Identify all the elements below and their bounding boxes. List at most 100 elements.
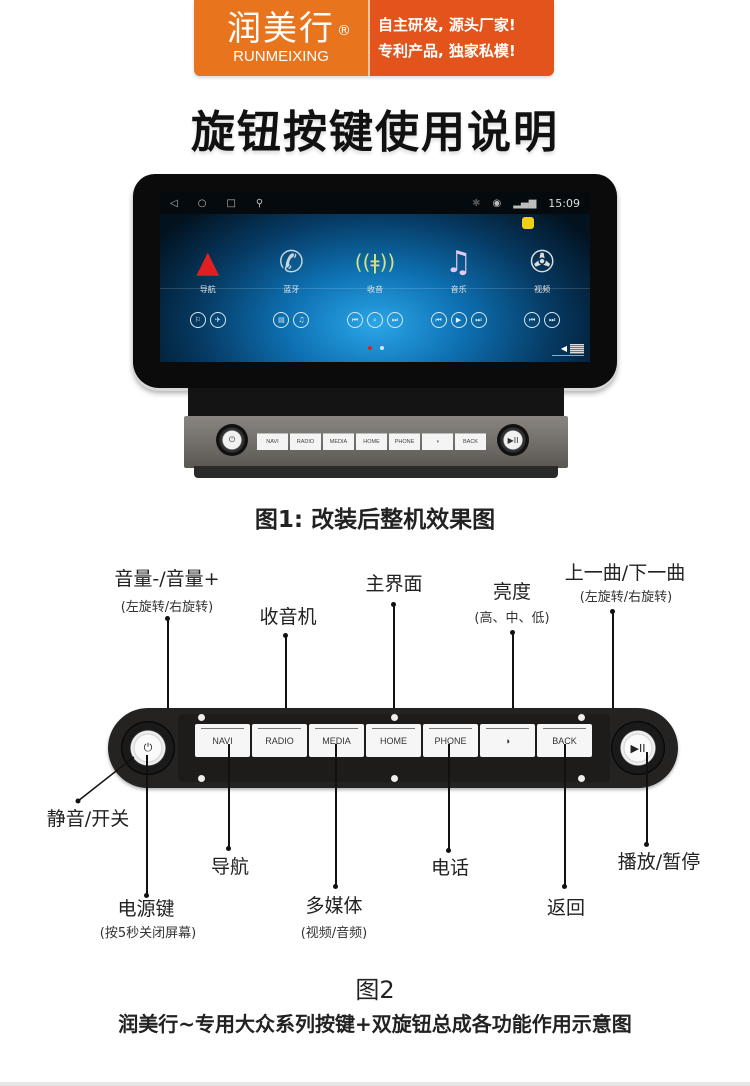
leader-line-back	[564, 744, 566, 886]
mount-hole	[578, 714, 585, 721]
figure-2-subtitle: 润美行~专用大众系列按键+双旋钮总成各功能作用示意图	[118, 1012, 632, 1036]
next-icon[interactable]: ⏭	[544, 312, 561, 328]
callout-volume-sub: (左旋转/右旋转)	[120, 600, 214, 615]
nav-controls: ⚐ ✈	[168, 312, 248, 328]
key-row-detail: NAVI RADIO MEDIA HOME PHONE ◑ BACK	[195, 724, 592, 757]
usb-icon: ⚲	[255, 197, 264, 209]
bottom-divider	[0, 1082, 750, 1086]
leader-dot	[226, 846, 231, 851]
app-music[interactable]: ♫ 音乐	[424, 242, 494, 295]
status-time: 15:09	[548, 196, 580, 210]
radio-antenna-icon: ((ǂ))	[354, 250, 396, 274]
key-phone[interactable]: PHONE	[423, 724, 478, 757]
leader-line-radio	[285, 635, 287, 743]
page-title: 旋钮按键使用说明	[191, 107, 559, 158]
key-brightness[interactable]: ◑	[480, 724, 535, 757]
flag-icon[interactable]: ⚐	[189, 312, 206, 328]
leader-dot	[446, 848, 451, 853]
key-home[interactable]: HOME	[356, 433, 387, 450]
callout-power: 电源键	[117, 898, 175, 920]
app-video[interactable]: ✇ 视频	[507, 242, 577, 295]
slogan-line-1: 自主研发, 源头厂家!	[378, 16, 516, 34]
app-quick-controls: ⚐ ✈ ▤ ♫ ⏮ ⌕ ⏭ ⏮ ▶ ⏭ ⏮ ⏭	[160, 312, 590, 328]
callout-back: 返回	[546, 897, 585, 919]
search-icon[interactable]: ⌕	[366, 312, 383, 328]
play-icon[interactable]: ▶	[450, 312, 467, 328]
radio-controls: ⏮ ⌕ ⏭	[335, 312, 415, 328]
key-media[interactable]: MEDIA	[323, 433, 354, 450]
app-label: 视频	[534, 285, 551, 294]
leader-line-media	[335, 744, 337, 886]
callout-track-sub: (左旋转/右旋转)	[579, 590, 673, 605]
callout-radio: 收音机	[259, 606, 317, 628]
bt-music-icon[interactable]: ♫	[293, 312, 310, 328]
callout-media: 多媒体	[305, 895, 363, 917]
home-circle-icon[interactable]: ○	[197, 197, 207, 209]
callout-volume: 音量-/音量+	[114, 568, 220, 590]
panel-recess	[188, 388, 564, 416]
leader-line-home	[393, 604, 395, 742]
bluetooth-controls: ▤ ♫	[251, 312, 331, 328]
video-controls: ⏮ ⏭	[502, 312, 582, 328]
prev-icon[interactable]: ⏮	[524, 312, 541, 328]
play-pause-knob[interactable]: ▶II	[497, 424, 529, 456]
voice-assistant-icon[interactable]	[522, 217, 534, 229]
power-knob[interactable]: ⏻	[216, 424, 248, 456]
head-unit-display: ◁ ○ □ ⚲ ✱ ◉ ▂▄▆ 15:09 ▲ 导航 ✆ 蓝牙	[133, 174, 617, 388]
brand-banner: 润美行® RUNMEIXING 自主研发, 源头厂家! 专利产品, 独家私模!	[194, 0, 554, 76]
page-indicator	[368, 346, 384, 350]
bluetooth-icon: ✱	[472, 197, 481, 209]
leader-dot	[333, 884, 338, 889]
leader-line-navi	[228, 744, 230, 848]
prev-icon[interactable]: ⏮	[346, 312, 363, 328]
android-status-bar: ◁ ○ □ ⚲ ✱ ◉ ▂▄▆ 15:09	[160, 192, 590, 214]
key-radio[interactable]: RADIO	[290, 433, 321, 450]
navigation-arrow-icon: ▲	[196, 244, 220, 280]
leader-line-track	[612, 611, 614, 717]
brand-name-text: 润美行	[227, 9, 335, 49]
track-play-knob[interactable]: ▶II	[611, 721, 665, 775]
next-icon[interactable]: ⏭	[470, 312, 487, 328]
callout-play: 播放/暂停	[617, 851, 701, 873]
map-icon[interactable]: ✈	[209, 312, 226, 328]
recents-square-icon[interactable]: □	[226, 197, 236, 209]
prev-icon[interactable]: ⏮	[430, 312, 447, 328]
leader-dot	[644, 842, 649, 847]
key-brightness[interactable]: ◑	[422, 433, 453, 450]
music-controls: ⏮ ▶ ⏭	[419, 312, 499, 328]
key-media[interactable]: MEDIA	[309, 724, 364, 757]
mount-hole	[391, 775, 398, 782]
page-dot-active[interactable]	[368, 346, 372, 350]
screen-horizon	[160, 288, 590, 289]
app-label: 音乐	[450, 285, 467, 294]
head-unit-screen: ◁ ○ □ ⚲ ✱ ◉ ▂▄▆ 15:09 ▲ 导航 ✆ 蓝牙	[160, 192, 590, 362]
callout-home: 主界面	[365, 573, 423, 595]
contacts-icon[interactable]: ▤	[273, 312, 290, 328]
caret-left-icon: ◀	[560, 344, 567, 353]
key-phone[interactable]: PHONE	[389, 433, 420, 450]
power-volume-knob[interactable]: ⏻	[121, 721, 175, 775]
back-triangle-icon[interactable]: ◁	[170, 197, 178, 209]
key-radio[interactable]: RADIO	[252, 724, 307, 757]
app-navigation[interactable]: ▲ 导航	[173, 242, 243, 295]
film-reel-icon: ✇	[529, 244, 555, 280]
next-icon[interactable]: ⏭	[386, 312, 403, 328]
app-label: 导航	[199, 285, 216, 294]
head-unit-button-panel: ⏻ NAVI RADIO MEDIA HOME PHONE ◑ BACK ▶II	[180, 388, 572, 484]
key-navi[interactable]: NAVI	[257, 433, 288, 450]
brand-slogan: 自主研发, 源头厂家! 专利产品, 独家私模!	[370, 0, 554, 76]
key-back[interactable]: BACK	[455, 433, 486, 450]
app-bluetooth[interactable]: ✆ 蓝牙	[256, 242, 326, 295]
leader-line-power	[146, 755, 148, 895]
key-home[interactable]: HOME	[366, 724, 421, 757]
menu-drawer-handle[interactable]: ◀	[552, 342, 584, 356]
app-label: 收音	[366, 285, 383, 294]
key-navi[interactable]: NAVI	[195, 724, 250, 757]
leader-dot	[144, 893, 149, 898]
page-dot[interactable]	[380, 346, 384, 350]
callout-power-sub: (按5秒关闭屏幕)	[99, 926, 197, 941]
app-radio[interactable]: ((ǂ)) 收音	[340, 242, 410, 295]
music-note-icon: ♫	[445, 244, 473, 280]
leader-line-phone	[448, 744, 450, 850]
signal-icon: ▂▄▆	[513, 197, 537, 209]
